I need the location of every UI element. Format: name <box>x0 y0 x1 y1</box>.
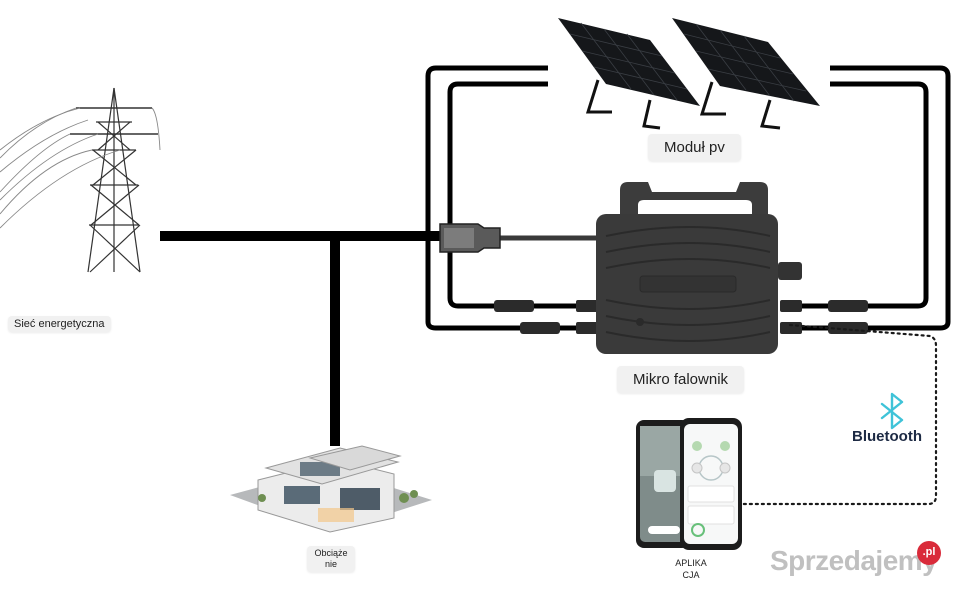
grid-label: Sieć energetyczna <box>8 316 111 332</box>
dc-connectors <box>494 300 868 334</box>
bluetooth-icon <box>880 392 904 430</box>
micro-inverter-label: Mikro falownik <box>617 366 745 393</box>
bluetooth-label: Bluetooth <box>852 428 922 445</box>
solar-panel-icon <box>558 18 820 130</box>
house-icon <box>230 445 432 533</box>
watermark-badge: .pl <box>917 541 941 565</box>
load-label: Obciąże nie <box>307 546 355 572</box>
micro-inverter-icon <box>596 182 802 354</box>
ac-connector <box>439 223 598 253</box>
ac-wiring <box>160 231 442 446</box>
app-label: APLIKA CJA <box>668 556 714 582</box>
dc-wiring <box>425 65 951 331</box>
watermark-text: Sprzedajemy <box>770 545 938 576</box>
power-lines <box>0 107 161 229</box>
power-pylon-icon <box>70 87 158 273</box>
bluetooth-link <box>740 323 938 506</box>
smartphone-app-icon <box>636 418 742 550</box>
pv-module-label: Moduł pv <box>648 134 741 161</box>
